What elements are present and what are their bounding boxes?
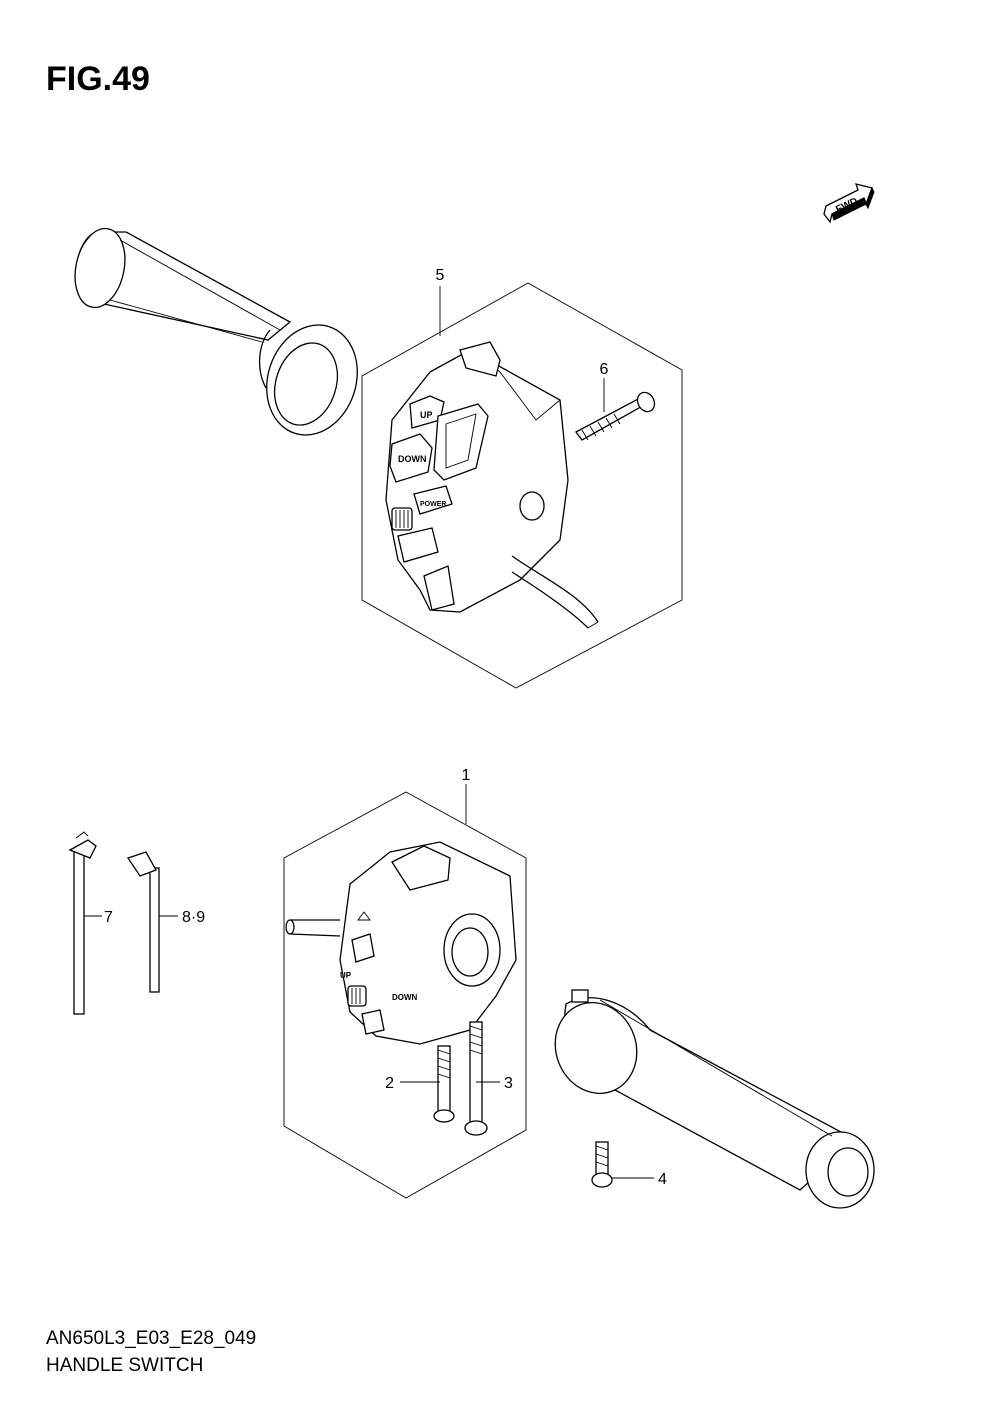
left-hand-grip [74,227,358,436]
right-switch-down-label: DOWN [398,454,427,464]
screw-part-3 [464,1021,488,1136]
callout-6: 6 [600,361,609,378]
figure-code: AN650L3_E03_E28_049 [46,1328,257,1349]
clamp-part-8-9 [126,851,160,993]
callout-3: 3 [504,1075,513,1092]
figure-title: FIG.49 [46,60,150,98]
callout-leaders [84,286,654,1179]
screw-part-4 [591,1141,613,1188]
lower-assembly-group: UP DOWN [283,791,527,1199]
upper-group-frame [361,282,683,689]
callout-5: 5 [436,267,445,284]
fwd-direction-arrow-icon: FWD [823,183,875,224]
callout-1: 1 [462,767,471,784]
left-switch-up-label: UP [340,971,352,980]
right-hand-grip [554,989,875,1209]
figure-name: HANDLE SWITCH [46,1355,204,1376]
left-handle-switch: UP DOWN [285,841,517,1045]
right-switch-power-label: POWER [420,501,446,508]
lower-group-frame [283,791,527,1199]
screw-part-6 [575,391,656,441]
upper-assembly-group: UP DOWN POWER [74,227,683,689]
left-switch-down-label: DOWN [392,993,418,1002]
right-handle-switch: UP DOWN POWER [385,341,599,629]
callout-4: 4 [658,1171,667,1188]
callout-8-9: 8·9 [182,909,205,926]
right-switch-up-label: UP [420,410,433,420]
screw-part-2 [433,1045,455,1123]
cable-tie-part-7 [68,831,97,1015]
callout-2: 2 [385,1075,394,1092]
callout-7: 7 [104,909,113,926]
